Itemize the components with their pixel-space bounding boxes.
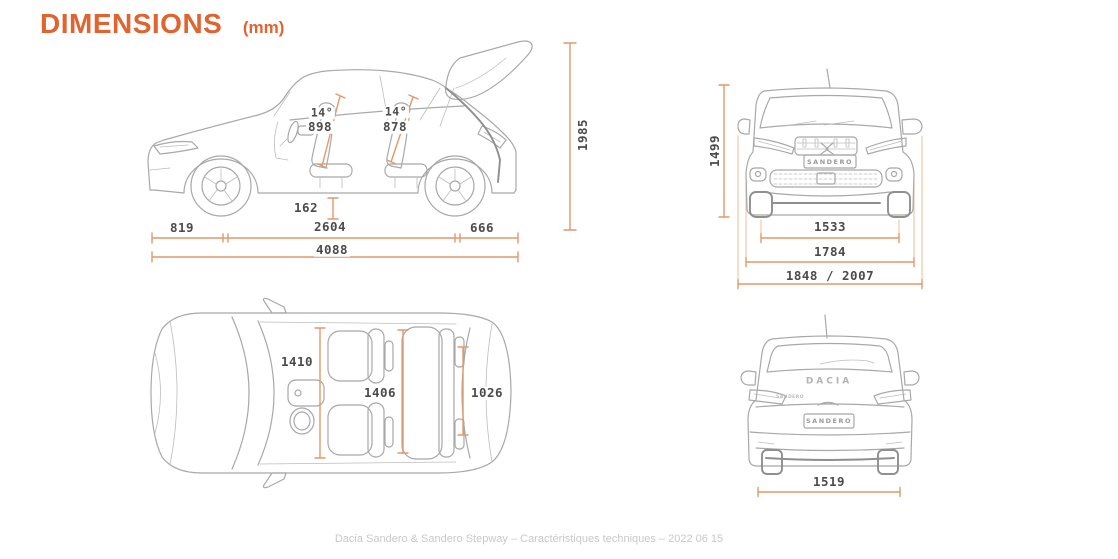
dim-body-width: 1784	[811, 243, 849, 259]
side-view: 14° 898 14° 878 162 819 2604 666 4088 19…	[140, 30, 600, 280]
top-car-art	[150, 297, 512, 489]
dim-wheelbase: 2604	[311, 218, 349, 234]
front-plate-badge: SANDERO	[806, 157, 854, 166]
dim-front-track: 1533	[811, 218, 849, 234]
top-dimension-lines	[314, 327, 469, 459]
dim-front-overhang: 819	[167, 219, 197, 235]
side-car-art	[147, 40, 533, 194]
page-footer: Dacia Sandero & Sandero Stepway – Caract…	[0, 533, 1058, 545]
dim-front-seat-height: 898	[305, 118, 335, 134]
dim-ground-clearance: 162	[291, 199, 321, 215]
front-view: 1499 SANDERO 1533 1784 1848 / 2007	[700, 60, 940, 295]
dim-rear-track: 1519	[810, 473, 848, 489]
rear-view: DACIA SANDERO SANDERO 1519	[730, 310, 930, 510]
dim-rear-seat-angle: 14°	[382, 104, 410, 119]
rear-car-art	[740, 314, 920, 467]
side-view-drawing	[147, 40, 577, 263]
front-tires	[749, 191, 911, 218]
dim-width-with-mirrors: 1848 / 2007	[783, 267, 877, 283]
top-view: 1410 1406 1026	[140, 295, 550, 505]
dim-rear-cabin-width: 1406	[361, 384, 399, 400]
page-title: DIMENSIONS	[40, 8, 223, 39]
dim-rear-overhang: 666	[467, 219, 497, 235]
front-dimension-lines	[718, 84, 923, 290]
unit-label: (mm)	[242, 18, 285, 37]
dim-front-seat-angle: 14°	[308, 105, 336, 120]
rear-plate-badge: SANDERO	[805, 416, 853, 425]
side-hatch-edge	[445, 87, 501, 183]
rear-tires	[761, 449, 899, 475]
dim-boot-width: 1026	[468, 384, 506, 400]
footer-text: Dacia Sandero & Sandero Stepway – Caract…	[334, 533, 724, 545]
side-dimension-lines	[151, 42, 577, 263]
rear-brand-badge: DACIA	[805, 376, 853, 387]
front-view-drawing	[718, 68, 923, 290]
front-car-art	[737, 68, 923, 216]
rear-model-badge: SANDERO	[775, 394, 805, 400]
dim-overall-height: 1499	[706, 132, 722, 170]
dim-overall-length: 4088	[313, 241, 351, 257]
dim-height-tailgate-open: 1985	[574, 116, 590, 154]
dim-front-cabin-width: 1410	[278, 353, 316, 369]
page-header: DIMENSIONS (mm)	[40, 8, 284, 40]
rear-view-drawing	[740, 314, 920, 498]
rear-dimension-lines	[757, 486, 901, 498]
side-wheels	[190, 155, 486, 217]
dim-rear-seat-height: 878	[380, 118, 410, 134]
top-view-drawing	[150, 297, 512, 489]
